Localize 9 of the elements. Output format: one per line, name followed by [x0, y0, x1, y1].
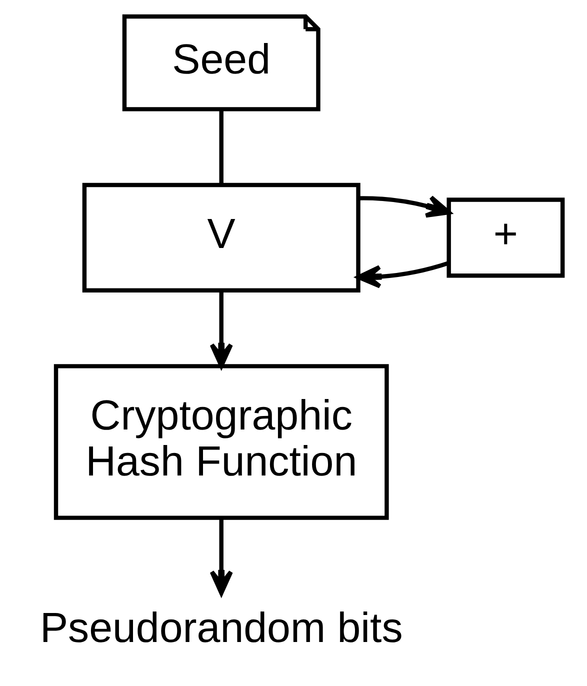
node-box: +: [446, 198, 565, 278]
node-text: Pseudorandom bits: [40, 604, 403, 652]
node-box: V: [82, 182, 360, 292]
node-box: Cryptographic Hash Function: [54, 364, 389, 520]
connector: [219, 110, 224, 184]
arrow: [210, 518, 233, 596]
arrow: [358, 195, 451, 218]
arrow: [210, 291, 233, 368]
arrow: [356, 260, 450, 288]
